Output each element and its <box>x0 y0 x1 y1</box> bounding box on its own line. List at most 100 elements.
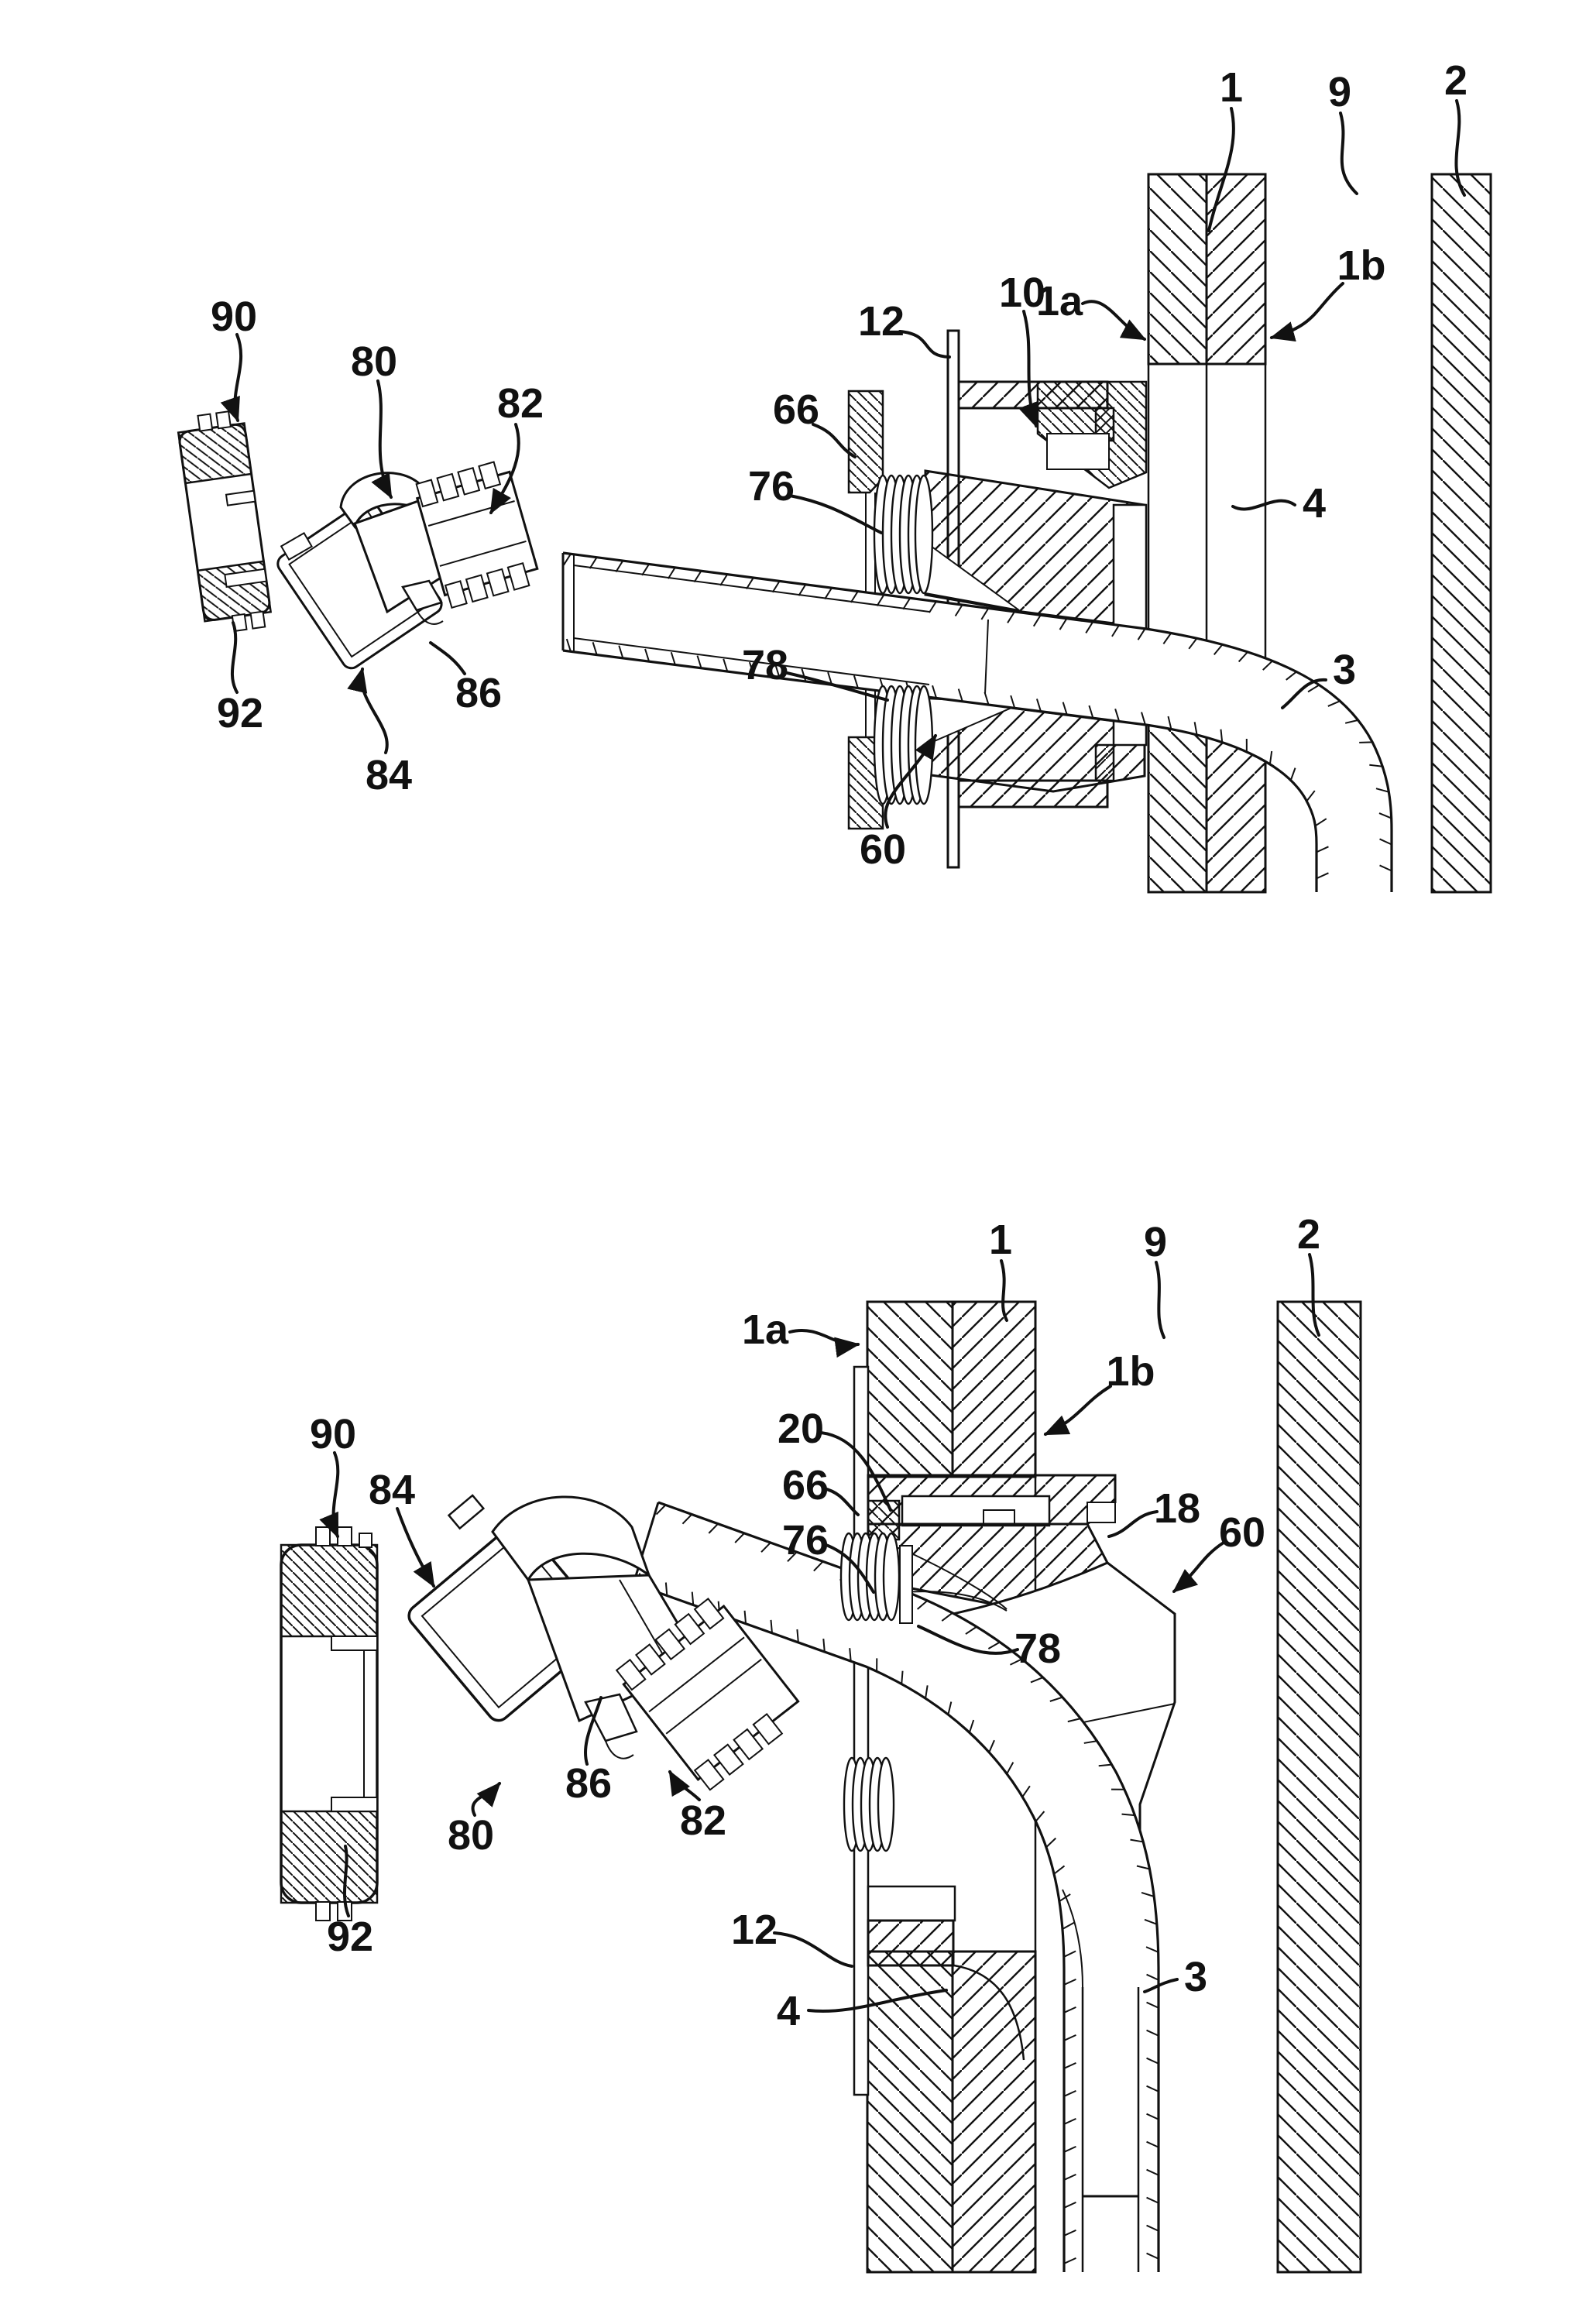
leader-line-76 <box>822 1543 875 1594</box>
leader-line-4 <box>1231 499 1296 511</box>
spring-78 <box>873 685 934 805</box>
wall-2-top-figure <box>1430 173 1492 894</box>
leader-line-1 <box>1207 107 1235 232</box>
retainer-18 <box>901 1495 1051 1527</box>
leader-line-10 <box>1018 310 1038 428</box>
ref-label-80: 80 <box>351 338 397 385</box>
flange-plate-12-bottom-figure <box>853 1365 870 2096</box>
ref-label-78: 78 <box>742 642 788 688</box>
leader-line-3 <box>1143 1978 1179 1993</box>
ref-label-12: 12 <box>858 298 905 345</box>
ref-label-1a: 1a <box>742 1306 789 1353</box>
tube-outer-edge <box>657 1501 1160 2272</box>
ref-label-66: 66 <box>773 386 819 433</box>
ref-label-76: 76 <box>748 463 795 510</box>
ref-label-84: 84 <box>366 752 412 798</box>
ref-label-1: 1 <box>989 1217 1012 1263</box>
ref-label-12: 12 <box>731 1907 778 1953</box>
leader-line-90 <box>319 1451 340 1539</box>
leader-line-1b <box>1269 282 1344 342</box>
leader-line-12 <box>773 1931 853 1968</box>
spring-76-bottom-figure <box>839 1532 913 1624</box>
leader-line-82 <box>668 1770 701 1801</box>
leader-line-1b <box>1043 1385 1112 1436</box>
leader-line-66 <box>822 1487 860 1516</box>
retainer-10 <box>1036 380 1148 489</box>
ref-label-86: 86 <box>565 1760 612 1807</box>
leader-line-3 <box>1281 678 1327 709</box>
leader-line-92 <box>230 621 239 694</box>
ref-label-4: 4 <box>777 1988 800 2034</box>
leader-line-82 <box>489 423 520 515</box>
ref-label-18: 18 <box>1154 1485 1200 1532</box>
tube-3-bottom-figure <box>632 1501 1160 2272</box>
leader-line-1a <box>1081 300 1147 341</box>
ref-label-9: 9 <box>1144 1219 1167 1265</box>
leader-line-80 <box>371 379 393 499</box>
ref-label-82: 82 <box>680 1797 726 1844</box>
ref-label-76: 76 <box>782 1517 829 1564</box>
leader-line-60 <box>1172 1541 1225 1593</box>
ref-label-66: 66 <box>782 1462 829 1509</box>
ref-label-84: 84 <box>369 1467 415 1513</box>
ref-label-3: 3 <box>1333 647 1356 693</box>
leader-line-1a <box>788 1329 860 1358</box>
elbow-assembly-top-figure <box>276 461 539 670</box>
leader-line-78 <box>782 671 889 702</box>
leader-line-86 <box>429 641 466 675</box>
cap-90-top-figure <box>177 410 273 633</box>
ref-label-10: 10 <box>999 269 1045 316</box>
ref-label-80: 80 <box>448 1812 494 1859</box>
gland-body-60-top-figure <box>924 469 1148 793</box>
ref-label-90: 90 <box>310 1411 356 1457</box>
ref-label-82: 82 <box>497 380 544 427</box>
ref-label-20: 20 <box>778 1406 824 1452</box>
ref-label-4: 4 <box>1303 480 1326 527</box>
leader-line-60 <box>884 733 937 829</box>
leader-line-4 <box>807 1989 948 2013</box>
pin-detail <box>280 531 313 561</box>
leader-line-80 <box>471 1782 501 1817</box>
tube-inner-edge <box>633 1582 1066 2272</box>
ref-label-9: 9 <box>1328 69 1351 115</box>
ref-label-60: 60 <box>1219 1509 1265 1556</box>
leader-line-66 <box>812 423 857 458</box>
tube-outer-edge <box>562 551 1393 892</box>
leader-line-76 <box>788 494 883 534</box>
ref-label-2: 2 <box>1444 57 1468 104</box>
cap-84-bottom-figure <box>407 1522 609 1722</box>
tube-3-top-figure <box>561 551 1393 892</box>
leader-line-84 <box>396 1507 435 1588</box>
ref-label-1b: 1b <box>1106 1348 1155 1395</box>
gland-nut-82-bottom-figure <box>615 1598 800 1791</box>
ref-label-1b: 1b <box>1337 242 1385 289</box>
ref-label-3: 3 <box>1184 1954 1207 2000</box>
leader-line-9 <box>1155 1261 1165 1339</box>
spring-76 <box>873 474 934 595</box>
leader-line-18 <box>1107 1510 1159 1538</box>
ref-label-60: 60 <box>860 826 906 873</box>
spring-78-bottom-figure <box>843 1756 895 1852</box>
leader-line-92 <box>342 1845 350 1917</box>
wall-2-bottom-figure <box>1276 1300 1362 2274</box>
leader-line-20 <box>819 1431 892 1512</box>
ref-label-1: 1 <box>1220 64 1243 111</box>
leader-line-2 <box>1454 99 1466 197</box>
wall-1-lower-bottom-figure <box>866 1950 1037 2274</box>
ref-label-78: 78 <box>1014 1625 1061 1672</box>
pin-detail <box>447 1494 486 1530</box>
leader-line-9 <box>1339 112 1358 195</box>
cap-90-bottom-figure <box>280 1526 379 1921</box>
ref-label-92: 92 <box>217 690 263 736</box>
ref-label-92: 92 <box>327 1914 373 1960</box>
leader-line-12 <box>898 330 951 359</box>
passage-corner-4 <box>953 1964 1025 2061</box>
wall-1-upper-top-figure <box>1147 173 1267 366</box>
ref-label-90: 90 <box>211 294 257 340</box>
wall-layer-1a <box>1147 173 1208 366</box>
